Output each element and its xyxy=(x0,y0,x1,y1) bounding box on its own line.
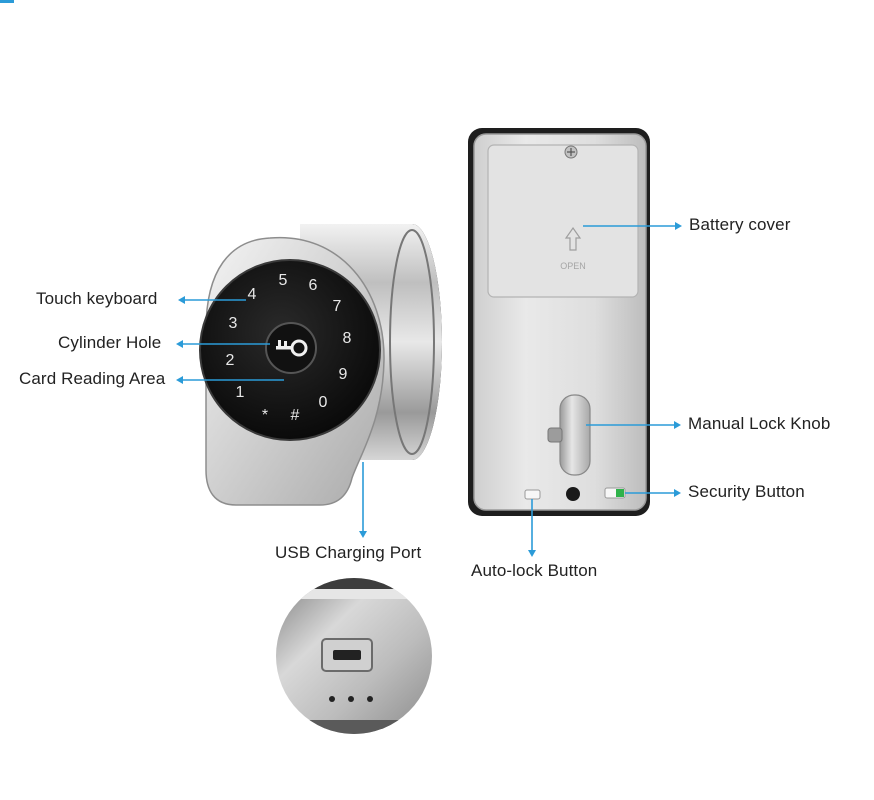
indicator-hole xyxy=(566,487,580,501)
label-security-button: Security Button xyxy=(688,482,805,501)
label-manual-lock-knob: Manual Lock Knob xyxy=(688,414,831,433)
key-hash: # xyxy=(291,407,300,424)
key-6: 6 xyxy=(309,277,318,294)
back-panel-unit: OPEN xyxy=(468,128,650,516)
label-touch-keyboard: Touch keyboard xyxy=(36,289,158,308)
key-8: 8 xyxy=(343,330,352,347)
key-icon xyxy=(276,339,308,357)
key-star: * xyxy=(262,407,268,424)
auto-lock-button xyxy=(524,489,541,500)
label-battery-cover: Battery cover xyxy=(689,215,791,234)
label-card-reading-area: Card Reading Area xyxy=(19,369,166,388)
key-3: 3 xyxy=(229,315,238,332)
manual-lock-knob xyxy=(559,394,591,476)
key-2: 2 xyxy=(226,352,235,369)
label-cylinder-hole: Cylinder Hole xyxy=(58,333,162,352)
battery-cover xyxy=(487,144,639,298)
key-7: 7 xyxy=(333,298,342,315)
top-edge-accent xyxy=(0,0,14,3)
key-1: 1 xyxy=(236,384,245,401)
callout-lines xyxy=(176,222,682,557)
open-text: OPEN xyxy=(560,261,586,271)
key-0: 0 xyxy=(319,394,328,411)
open-arrow-icon xyxy=(564,226,582,251)
security-switch-indicator xyxy=(616,489,624,497)
usb-closeup-inset xyxy=(276,578,432,734)
front-lock-unit: 4 5 6 7 3 8 2 9 1 * # 0 xyxy=(199,224,442,506)
key-5: 5 xyxy=(279,272,288,289)
key-4: 4 xyxy=(248,286,257,303)
key-9: 9 xyxy=(339,366,348,383)
label-auto-lock-button: Auto-lock Button xyxy=(471,561,598,580)
label-usb-charging-port: USB Charging Port xyxy=(275,543,422,562)
